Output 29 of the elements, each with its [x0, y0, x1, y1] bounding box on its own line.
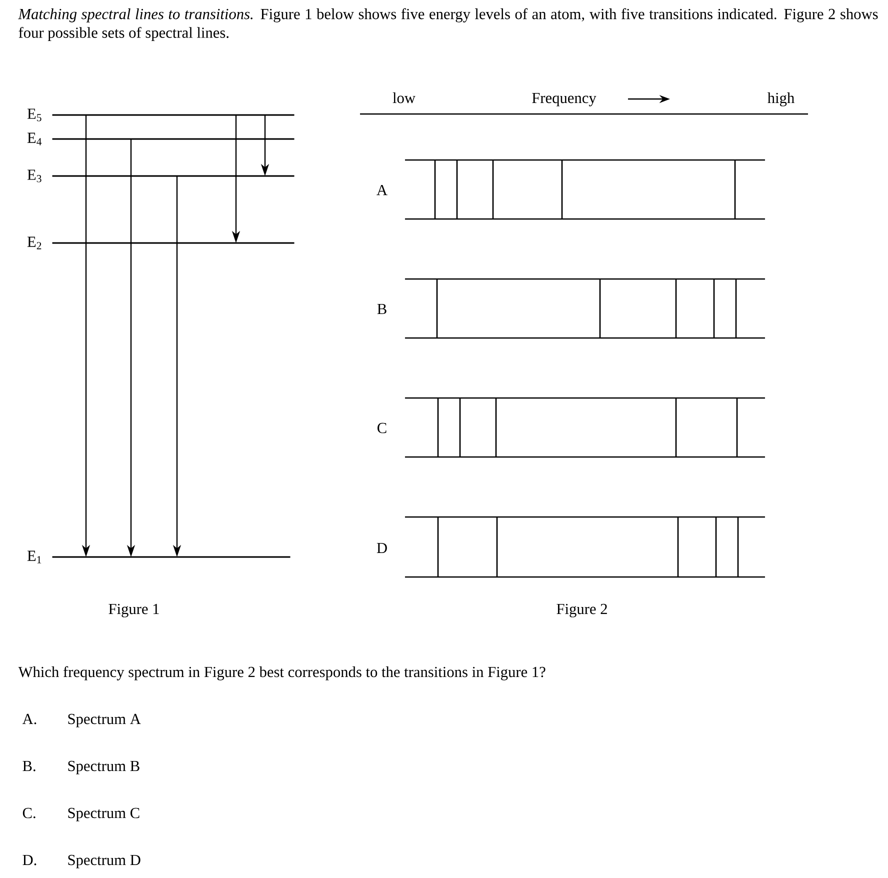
option-letter: C.: [22, 808, 36, 818]
axis-label: Frequency: [532, 92, 596, 106]
option-text: Spectrum B: [68, 760, 140, 774]
axis-label: low: [392, 92, 416, 104]
node-label: E$_{1}$: [27, 550, 42, 564]
option-text: Spectrum C: [68, 808, 140, 822]
option-letter: A.: [22, 714, 36, 724]
option-text: Spectrum D: [68, 854, 140, 868]
option-letter: B.: [22, 760, 36, 772]
node-label: E$_{3}$: [27, 170, 42, 182]
node-label: E$_{5}$: [27, 108, 42, 122]
energy-level: E$_{5}$: [27, 108, 294, 122]
question-text: Which frequency spectrum in Figure 2 best corresponds to the transitions in Figure 1?: [18, 666, 546, 680]
intro-text: Matching spectral lines to transitions. Figure 1 below shows five energy levels of an atom, with five transitions indicated. Figure 2 shows four possible sets of spectral lines.: [18, 8, 878, 41]
node-label: E$_{4}$: [27, 132, 42, 146]
spectrum-letter: D: [376, 542, 387, 554]
energy-level: E$_{1}$: [27, 550, 290, 564]
energy-level: E$_{3}$: [27, 170, 294, 182]
spectrum-letter: A: [376, 184, 388, 196]
figure-caption: Figure 2: [556, 604, 607, 618]
energy-level: E$_{2}$: [27, 236, 294, 250]
spectrum-letter: B: [377, 304, 386, 314]
node-label: E$_{2}$: [27, 236, 42, 250]
spectrum-letter: C: [378, 422, 386, 434]
axis-label: high: [768, 92, 794, 106]
option-text: Spectrum A: [68, 714, 141, 728]
figure-caption: Figure 1: [108, 604, 159, 618]
energy-level: E$_{4}$: [27, 132, 294, 146]
option-letter: D.: [22, 854, 36, 866]
